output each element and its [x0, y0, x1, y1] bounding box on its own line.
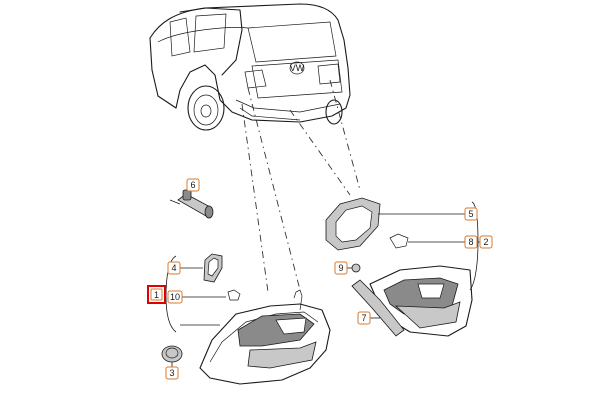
- vw-emblem-icon: [289, 61, 305, 75]
- part-bulb-inner: [389, 233, 465, 249]
- callout-6[interactable]: 6: [186, 178, 200, 192]
- svg-text:3: 3: [169, 368, 174, 378]
- svg-text:5: 5: [468, 209, 473, 219]
- svg-text:2: 2: [483, 237, 488, 247]
- svg-text:8: 8: [468, 237, 473, 247]
- svg-text:7: 7: [361, 313, 366, 323]
- part-trim-strip: [351, 279, 405, 337]
- part-tail-light-inner: [369, 265, 473, 337]
- vehicle-rear-view: VW: [149, 3, 351, 131]
- part-bulb-carrier: [325, 197, 465, 251]
- callout-2[interactable]: 2: [479, 235, 493, 249]
- projection-lines: [241, 79, 361, 293]
- part-gasket: [180, 253, 223, 283]
- part-nut: [346, 263, 361, 273]
- part-cap: [161, 345, 183, 368]
- callout-9[interactable]: 9: [334, 261, 348, 275]
- callout-7[interactable]: 7: [357, 311, 371, 325]
- callout-1[interactable]: 1: [147, 285, 166, 304]
- part-bulb: [180, 289, 241, 301]
- callout-10[interactable]: 10: [167, 290, 183, 304]
- callout-3[interactable]: 3: [165, 366, 179, 380]
- callout-8[interactable]: 8: [464, 235, 478, 249]
- svg-text:1: 1: [154, 290, 159, 300]
- callout-5[interactable]: 5: [464, 207, 478, 221]
- part-tail-light-outer: [180, 289, 331, 385]
- svg-text:6: 6: [190, 180, 195, 190]
- vehicle-badge: VW: [290, 63, 305, 73]
- svg-text:10: 10: [170, 292, 180, 302]
- svg-text:4: 4: [171, 263, 176, 273]
- svg-text:9: 9: [338, 263, 343, 273]
- callout-4[interactable]: 4: [167, 261, 181, 275]
